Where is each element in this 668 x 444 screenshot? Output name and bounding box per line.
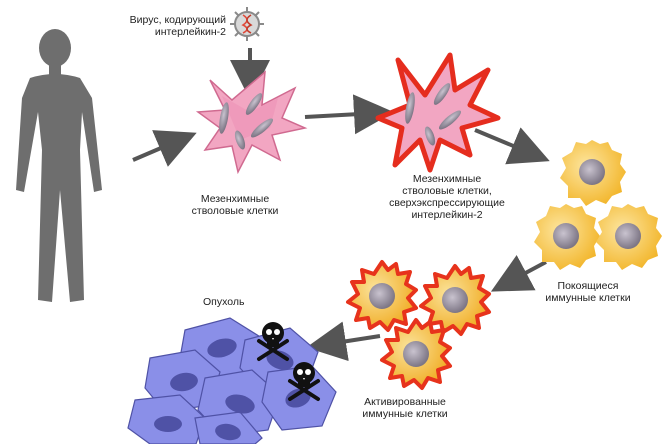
arrow-human-to-msc	[132, 130, 197, 167]
arrow-activated-to-tumor	[306, 321, 381, 362]
human-figure-icon	[16, 29, 102, 302]
arrow-resting-to-activated	[490, 255, 547, 292]
label-resting-immune: Покоящиеся иммунные клетки	[545, 280, 631, 304]
arrows	[132, 48, 550, 362]
msc-il2-cells	[375, 52, 501, 173]
label-tumor: Опухоль	[203, 296, 245, 308]
label-virus: Вирус, кодирующий интерлейкин-2	[129, 14, 226, 38]
resting-immune-cells	[534, 140, 662, 270]
activated-immune-cells	[346, 260, 491, 390]
msc-cells	[195, 70, 308, 175]
label-msc: Мезенхимные стволовые клетки	[191, 193, 279, 217]
skull-crossbones-icon	[257, 322, 289, 361]
virus-icon	[230, 7, 264, 41]
label-activated-immune: Активированные иммунные клетки	[362, 396, 448, 420]
arrow-msc-to-il2	[304, 94, 394, 135]
arrow-il2-to-resting	[474, 127, 550, 165]
skull-crossbones-icon	[288, 362, 320, 401]
label-msc-il2: Мезенхимные стволовые клетки, сверхэкспр…	[389, 173, 505, 221]
